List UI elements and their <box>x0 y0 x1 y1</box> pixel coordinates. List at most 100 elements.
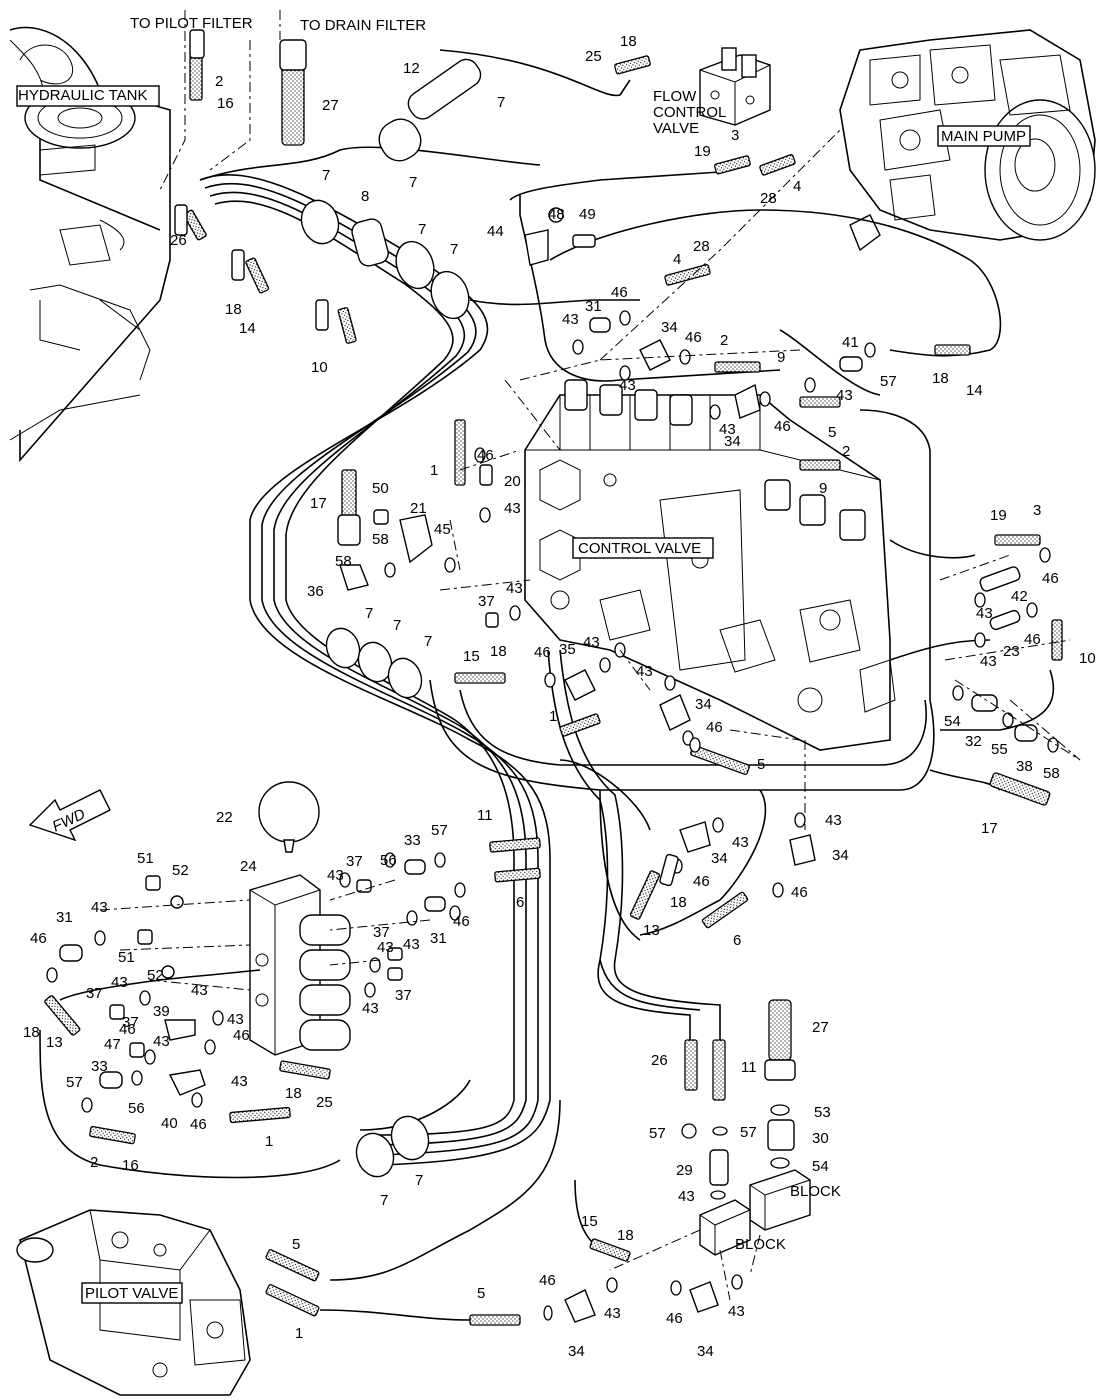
part-number-callout: 7 <box>409 174 417 191</box>
part-number-callout: 3 <box>731 127 739 144</box>
part-number-callout: 48 <box>548 206 565 223</box>
part-number-callout: 23 <box>1003 643 1020 660</box>
part-number-callout: 46 <box>30 930 47 947</box>
part-number-callout: 43 <box>227 1011 244 1028</box>
part-number-callout: 28 <box>693 238 710 255</box>
main-pump <box>839 29 1096 252</box>
part-number-callout: 7 <box>322 167 330 184</box>
part-number-callout: 51 <box>118 949 135 966</box>
part-number-callout: 43 <box>362 1000 379 1017</box>
part-number-callout: 7 <box>393 617 401 634</box>
part-number-callout: 52 <box>172 862 189 879</box>
part-number-callout: 1 <box>549 708 557 725</box>
part-number-callout: 3 <box>1033 502 1041 519</box>
fittings <box>46 29 1059 1323</box>
control-valve-label: CONTROL VALVE <box>578 540 701 557</box>
part-number-callout: 5 <box>477 1285 485 1302</box>
part-number-callout: 43 <box>377 939 394 956</box>
part-number-callout: 25 <box>585 48 602 65</box>
part-number-callout: 27 <box>322 97 339 114</box>
hoses <box>44 39 1063 1326</box>
part-number-callout: 15 <box>581 1213 598 1230</box>
part-number-callout: 9 <box>777 349 785 366</box>
pilot-valve-label: PILOT VALVE <box>85 1285 178 1302</box>
part-number-callout: 30 <box>812 1130 829 1147</box>
part-number-callout: 12 <box>403 60 420 77</box>
flow-control-label-3: VALVE <box>653 120 699 137</box>
part-number-callout: 2 <box>720 332 728 349</box>
part-number-callout: 46 <box>666 1310 683 1327</box>
fwd-arrow <box>28 789 111 842</box>
part-number-callout: 11 <box>477 807 493 824</box>
part-number-callout: 57 <box>66 1074 83 1091</box>
part-number-callout: 26 <box>170 232 187 249</box>
part-number-callout: 43 <box>191 982 208 999</box>
part-number-callout: 56 <box>128 1100 145 1117</box>
part-number-callout: 43 <box>732 834 749 851</box>
part-number-callout: 9 <box>819 480 827 497</box>
part-number-callout: 43 <box>719 421 736 438</box>
part-number-callout: 43 <box>604 1305 621 1322</box>
part-number-callout: 18 <box>620 33 637 50</box>
part-number-callout: 58 <box>1043 765 1060 782</box>
part-number-callout: 43 <box>562 311 579 328</box>
part-number-callout: 46 <box>539 1272 556 1289</box>
part-number-callout: 7 <box>415 1172 423 1189</box>
part-number-callout: 43 <box>619 377 636 394</box>
part-number-callout: 57 <box>740 1124 757 1141</box>
hydraulic-tank-label: HYDRAULIC TANK <box>18 87 147 104</box>
part-number-callout: 46 <box>1024 631 1041 648</box>
part-number-callout: 13 <box>643 922 660 939</box>
pilot-valve <box>16 1209 251 1396</box>
part-number-callout: 16 <box>217 95 234 112</box>
part-number-callout: 43 <box>678 1188 695 1205</box>
part-number-callout: 54 <box>812 1158 829 1175</box>
part-number-callout: 10 <box>1079 650 1096 667</box>
part-number-callout: 36 <box>307 583 324 600</box>
part-number-callout: 46 <box>190 1116 207 1133</box>
part-number-callout: 33 <box>404 832 421 849</box>
part-number-callout: 1 <box>295 1325 303 1342</box>
part-number-callout: 45 <box>434 521 451 538</box>
part-number-callout: 37 <box>395 987 412 1004</box>
part-number-callout: 22 <box>216 809 233 826</box>
part-number-callout: 50 <box>372 480 389 497</box>
part-number-callout: 43 <box>231 1073 248 1090</box>
to-pilot-filter-label: TO PILOT FILTER <box>130 15 253 32</box>
part-number-callout: 7 <box>424 633 432 650</box>
part-number-callout: 24 <box>240 858 257 875</box>
part-number-callout: 5 <box>292 1236 300 1253</box>
part-number-callout: 40 <box>161 1115 178 1132</box>
part-number-callout: 13 <box>46 1034 63 1051</box>
part-number-callout: 43 <box>153 1033 170 1050</box>
part-number-callout: 46 <box>534 644 551 661</box>
part-number-callout: 1 <box>430 462 438 479</box>
part-number-callout: 27 <box>812 1019 829 1036</box>
part-number-callout: 46 <box>477 447 494 464</box>
part-number-callout: 18 <box>670 894 687 911</box>
part-number-callout: 31 <box>430 930 447 947</box>
part-number-callout: 43 <box>583 634 600 651</box>
part-number-callout: 4 <box>793 178 801 195</box>
part-number-callout: 34 <box>661 319 678 336</box>
part-number-callout: 14 <box>239 320 256 337</box>
part-number-callout: 43 <box>504 500 521 517</box>
part-number-callout: 34 <box>711 850 728 867</box>
part-number-callout: 2 <box>215 73 223 90</box>
part-number-callout: 53 <box>814 1104 831 1121</box>
part-number-callout: 8 <box>361 188 369 205</box>
part-number-callout: 32 <box>965 733 982 750</box>
part-number-callout: 7 <box>380 1192 388 1209</box>
flow-control-valve <box>699 47 771 126</box>
block-label-2: BLOCK <box>735 1236 786 1253</box>
part-number-callout: 44 <box>487 223 504 240</box>
part-number-callout: 46 <box>706 719 723 736</box>
block-label-1: BLOCK <box>790 1183 841 1200</box>
part-number-callout: 46 <box>693 873 710 890</box>
part-number-callout: 58 <box>335 553 352 570</box>
part-number-callout: 41 <box>842 334 859 351</box>
part-number-callout: 55 <box>991 741 1008 758</box>
part-number-callout: 43 <box>825 812 842 829</box>
part-number-callout: 58 <box>372 531 389 548</box>
